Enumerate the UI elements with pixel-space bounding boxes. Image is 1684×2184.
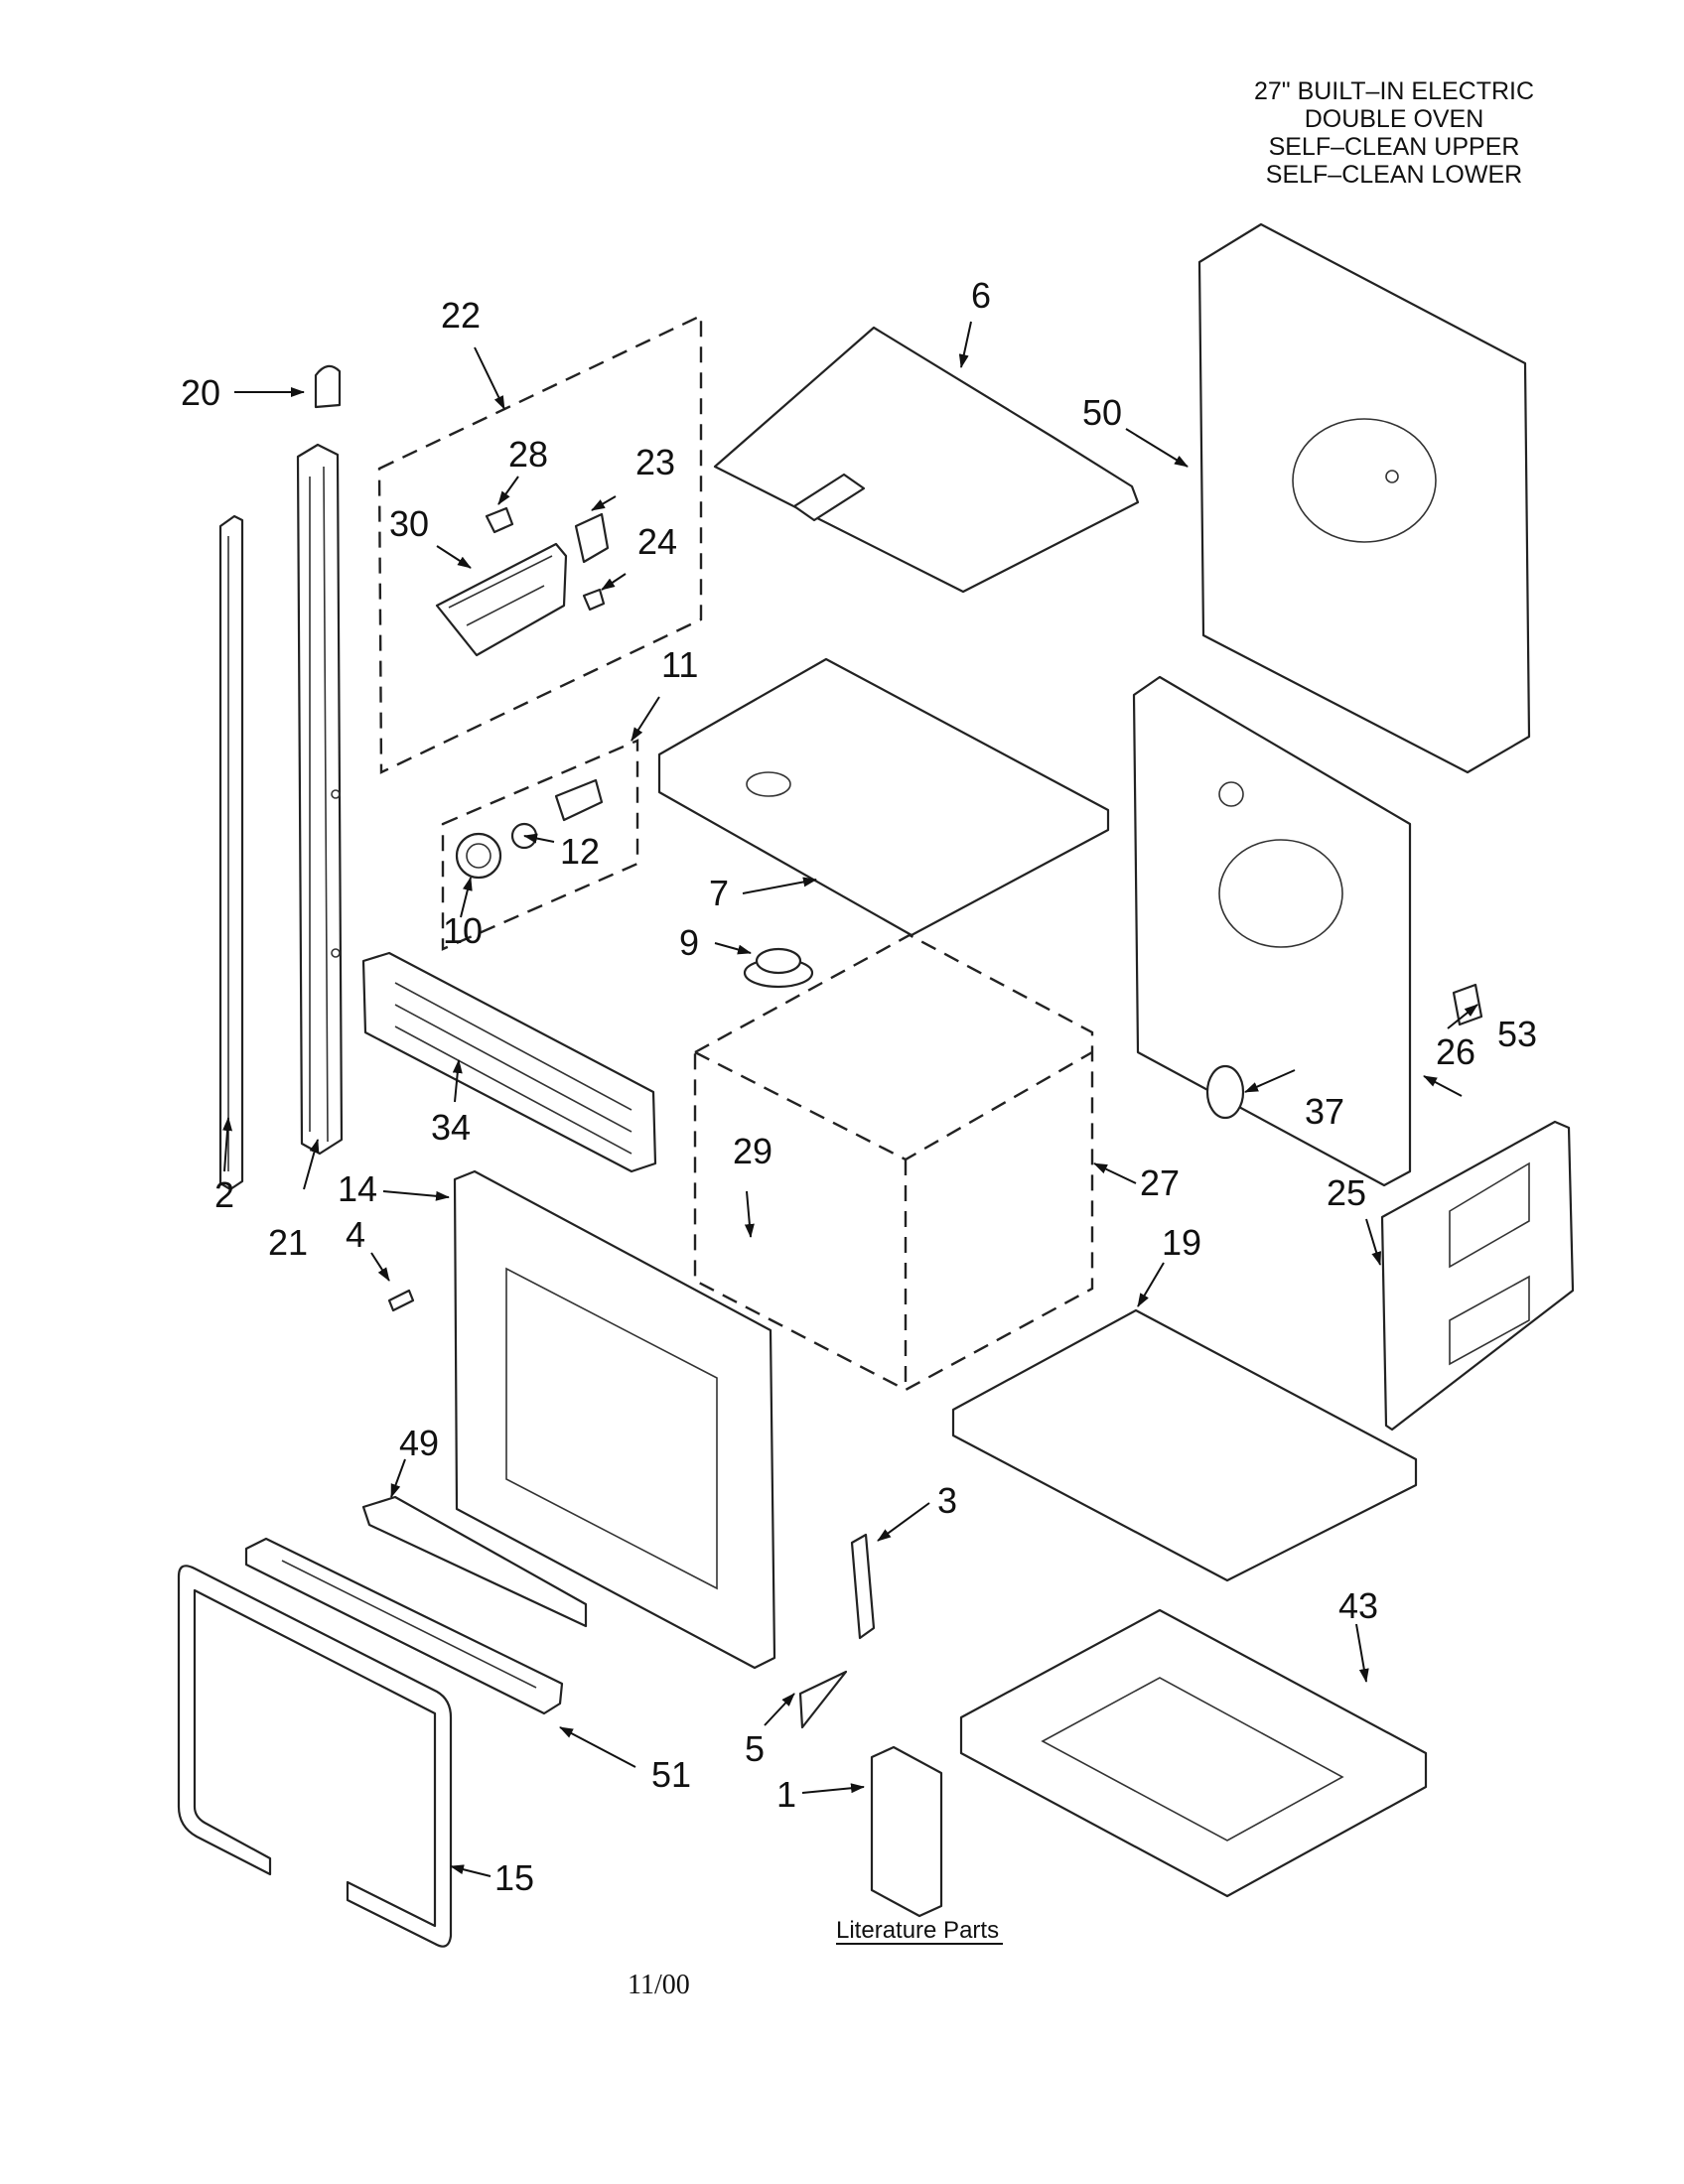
callout-53: 53	[1497, 1014, 1537, 1054]
literature-parts-text: Literature Parts	[836, 1917, 999, 1944]
part-6-top-shield	[713, 326, 1140, 594]
literature-parts-label: Literature Parts	[836, 1917, 1003, 1945]
callout-labels: 20 22 28 23 30 24 11 12 10 6 50 7 9 53 2…	[181, 275, 1537, 1898]
part-15-gasket	[177, 1565, 453, 1948]
callout-15: 15	[494, 1857, 534, 1898]
part-37-sensor	[1205, 1064, 1245, 1120]
callout-5: 5	[745, 1728, 765, 1769]
callout-19: 19	[1162, 1222, 1201, 1263]
page-date: 11/00	[628, 1970, 690, 2000]
callout-34: 34	[431, 1107, 471, 1148]
part-3-bracket	[850, 1533, 876, 1640]
title-block: 27" BUILT–IN ELECTRIC DOUBLE OVEN SELF–C…	[1215, 77, 1573, 189]
callout-10: 10	[443, 910, 483, 951]
title-line-3: SELF–CLEAN UPPER	[1268, 133, 1520, 161]
callout-14: 14	[338, 1168, 377, 1209]
callout-25: 25	[1327, 1172, 1366, 1213]
leader-lines	[222, 321, 1478, 1877]
part-5-gusset	[798, 1670, 848, 1729]
callout-24: 24	[637, 521, 677, 562]
part-50-rear-panel	[1197, 222, 1531, 774]
callout-30: 30	[389, 503, 429, 544]
part-2-trim-strip	[218, 514, 244, 1191]
part-9-knob	[743, 947, 814, 989]
part-51-vent-bar	[244, 1537, 564, 1715]
callout-23: 23	[635, 442, 675, 482]
part-28-switch	[485, 506, 514, 534]
callout-50: 50	[1082, 392, 1122, 433]
callout-9: 9	[679, 922, 699, 963]
callout-4: 4	[346, 1214, 365, 1255]
callout-26: 26	[1436, 1031, 1475, 1072]
part-21-side-channel	[296, 443, 344, 1156]
callout-3: 3	[937, 1480, 957, 1521]
callout-28: 28	[508, 434, 548, 475]
part-26-rear-frame	[1132, 675, 1412, 1187]
part-27-oven-liner	[693, 933, 1094, 1392]
callout-2: 2	[214, 1174, 234, 1215]
callout-21: 21	[268, 1222, 308, 1263]
title-line-2: DOUBLE OVEN	[1304, 105, 1484, 133]
callout-1: 1	[776, 1774, 796, 1815]
callout-37: 37	[1305, 1091, 1344, 1132]
callout-11: 11	[661, 644, 698, 685]
part-22-assembly-group	[377, 314, 703, 774]
part-25-side-panel	[1380, 1120, 1575, 1432]
callout-22: 22	[441, 295, 481, 336]
callout-51: 51	[651, 1754, 691, 1795]
callout-43: 43	[1338, 1585, 1378, 1626]
part-4-screw	[387, 1289, 415, 1312]
part-7-top-panel	[657, 657, 1110, 937]
callout-29: 29	[733, 1131, 772, 1171]
callout-6: 6	[971, 275, 991, 316]
part-34-vent-panel	[361, 951, 657, 1173]
part-30-bracket	[435, 542, 568, 657]
title-line-1: 27" BUILT–IN ELECTRIC	[1253, 77, 1535, 105]
part-19-bottom-panel	[951, 1308, 1418, 1582]
part-49-bracket	[361, 1495, 588, 1628]
part-10-knob	[455, 832, 502, 880]
title-line-4: SELF–CLEAN LOWER	[1265, 161, 1523, 189]
part-1-literature	[870, 1745, 943, 1918]
part-43-tray	[959, 1608, 1428, 1898]
callout-49: 49	[399, 1423, 439, 1463]
callout-7: 7	[709, 873, 729, 913]
part-11-socket	[554, 778, 604, 822]
callout-20: 20	[181, 372, 220, 413]
part-23-lock	[574, 512, 610, 564]
part-24-connector	[582, 588, 606, 612]
part-20-clip	[314, 364, 342, 409]
part-14-front-frame	[453, 1169, 776, 1670]
callout-12: 12	[560, 831, 600, 872]
callout-27: 27	[1140, 1162, 1180, 1203]
